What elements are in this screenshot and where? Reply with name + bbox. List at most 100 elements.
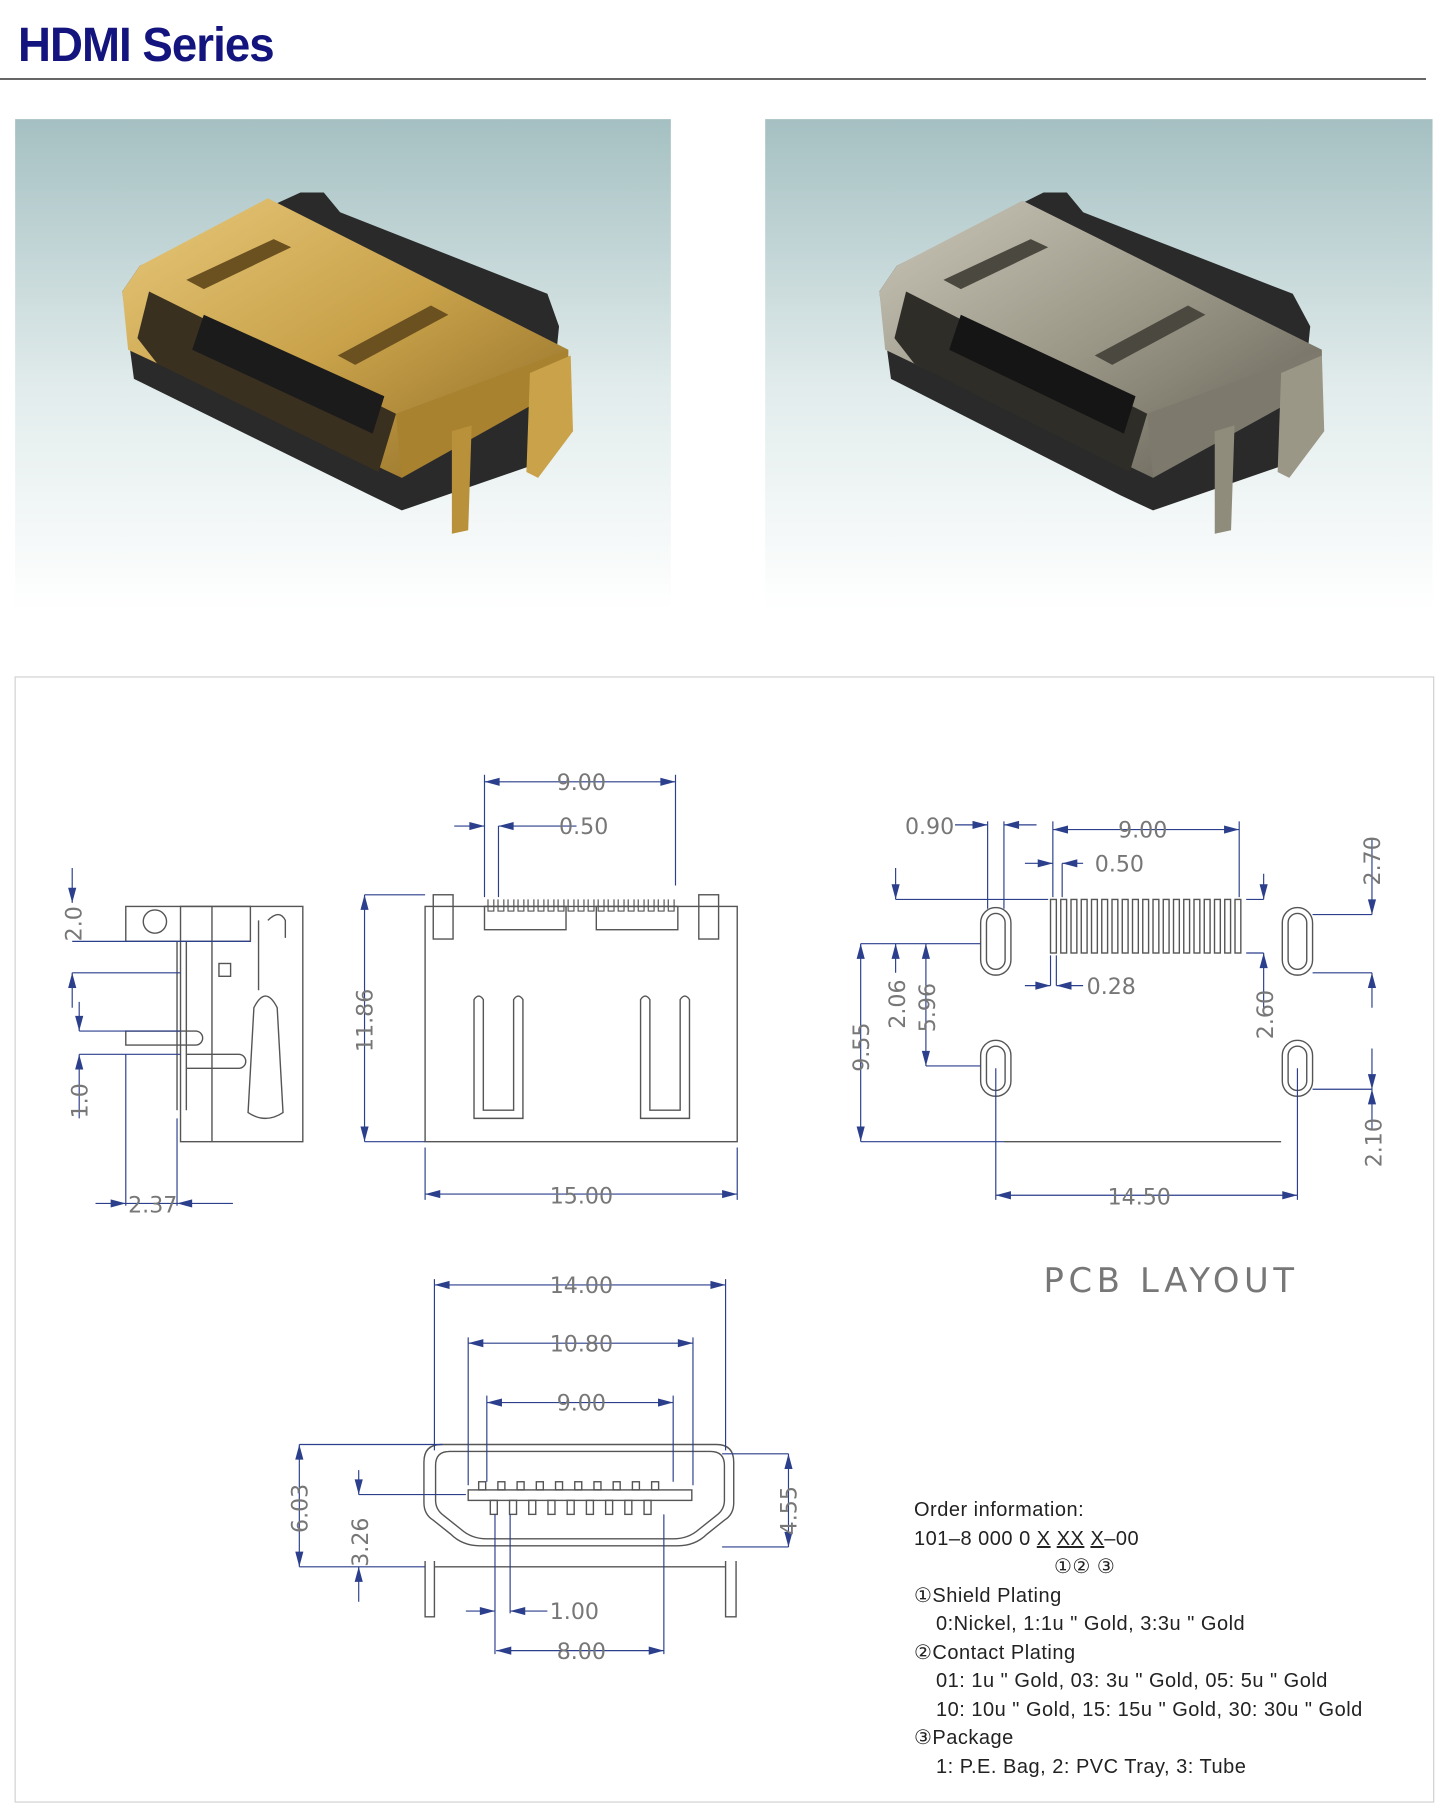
dimension-arrow [1035,981,1051,990]
order-heading: Order information: [914,1499,1085,1521]
dimension-line [955,821,1037,909]
dimension-arrow [1367,972,1377,988]
dim-pcb-210: 2.10 [1361,1118,1387,1167]
dimension-arrow [784,1453,793,1469]
contact-pin [631,1481,641,1491]
contact-pin [574,1481,583,1491]
dim-mating-pitch: 1.00 [550,1599,599,1625]
pcb-pad [1172,898,1181,954]
dim-front-span: 9.00 [557,770,606,796]
pcb-pad [1203,898,1211,954]
dimension-arrow [1224,825,1240,834]
part-code-markers: ①② ③ [1054,1556,1116,1578]
dim-front-pitch: 0.50 [559,814,608,840]
dimension-arrow [972,820,988,829]
dimension-arrow [1367,899,1377,915]
pcb-pad [1162,898,1170,954]
hdmi-connector-nickel-icon [879,192,1325,534]
contact-pin [566,1499,575,1516]
dim-pcb-955: 9.55 [849,1023,875,1072]
dimension-arrow [496,1646,512,1655]
dimension-arrows [68,777,1377,1655]
drawing-frame [14,676,1435,1803]
dim-side-top: 2.0 [62,906,88,941]
dimension-arrow [354,1566,363,1582]
dim-mating-contacts: 9.00 [557,1391,606,1417]
dimension-line [1246,873,1265,1014]
dimension-line [363,894,426,1143]
pcb-layout-title: PCB LAYOUT [1044,1261,1299,1300]
dimension-arrow [75,1054,84,1070]
dimension-line [496,1514,665,1655]
contact-pin [643,1499,652,1516]
contact-pin [516,1481,525,1491]
dim-pcb-270: 2.70 [1360,836,1386,885]
dimension-arrow [110,1199,126,1208]
dimension-arrow [434,1280,450,1290]
contact-pin [497,1481,506,1491]
dimension-line [722,1453,790,1548]
dim-pcb-hole-w: 0.90 [905,814,954,840]
contact-pin [593,1481,602,1491]
section-contact-options: 01: 1u " Gold, 03: 3u " Gold, 05: 5u " G… [936,1670,1328,1692]
dimension-arrow [722,1190,738,1199]
section-shield-options: 0:Nickel, 1:1u " Gold, 3:3u " Gold [936,1613,1246,1635]
dimension-line [995,1068,1299,1200]
dimension-arrow [510,1606,526,1616]
dimension-arrow [658,1398,674,1407]
dimension-arrow [1259,884,1268,900]
section-contact-options: 10: 10u " Gold, 15: 15u " Gold, 30: 30u … [936,1698,1363,1721]
section-shield-title: ①Shield Plating [914,1584,1062,1607]
dimension-arrow [425,1190,441,1199]
dimension-arrow [856,943,865,959]
dimension-arrow [498,821,514,831]
dimension-arrow [68,887,77,903]
dim-pcb-206: 2.06 [885,979,911,1028]
dimension-arrow [677,1339,693,1348]
part-code-contact: XX [1056,1527,1085,1550]
contact-pin [477,1481,487,1491]
product-photo-gold [15,119,671,612]
product-photo-nickel [765,119,1433,612]
dimension-arrow [469,821,485,831]
dimension-arrow [75,1015,84,1032]
pcb-pad [1213,898,1222,954]
dimension-line [483,774,677,898]
dimension-arrow [1037,859,1053,868]
pcb-pad [1070,898,1078,954]
dimension-arrow [484,777,500,786]
section-package-title: ③Package [914,1727,1014,1749]
contact-pin [535,1481,545,1491]
dimension-arrow [648,1646,664,1655]
dim-mating-height: 6.03 [287,1484,313,1533]
front-view-drawing [424,894,738,1143]
dimension-line [1052,821,1240,898]
dimension-arrow [1259,953,1268,969]
dimension-arrow [360,894,369,910]
pcb-pad [1121,898,1129,954]
dimension-arrow [177,1199,193,1208]
contact-pin [489,1499,499,1516]
dimension-arrow [1062,859,1078,868]
dimension-arrow [486,1398,502,1407]
dimension-arrow [891,884,900,900]
dimension-arrow [68,972,77,988]
part-number-prefix: 101–8 000 0 [914,1527,1037,1550]
section-package-options: 1: P.E. Bag, 2: PVC Tray, 3: Tube [936,1755,1247,1778]
section-contact-title: ②Contact Plating [914,1641,1076,1664]
contact-pin [528,1499,537,1516]
dimension-arrow [468,1339,484,1348]
contact-pin [650,1481,660,1491]
dimension-arrow [360,1126,369,1142]
pcb-pad [1080,898,1088,954]
dim-pcb-pad-span: 9.00 [1118,818,1167,844]
dimension-arrow [891,943,900,959]
dim-pcb-pad-w: 0.28 [1087,974,1136,1000]
pcb-pad [1224,898,1232,954]
contact-pin [554,1481,564,1491]
header-divider [0,78,1426,80]
contact-pin [508,1499,518,1516]
dimension-arrow [921,943,930,959]
dim-front-height: 11.86 [353,989,379,1052]
